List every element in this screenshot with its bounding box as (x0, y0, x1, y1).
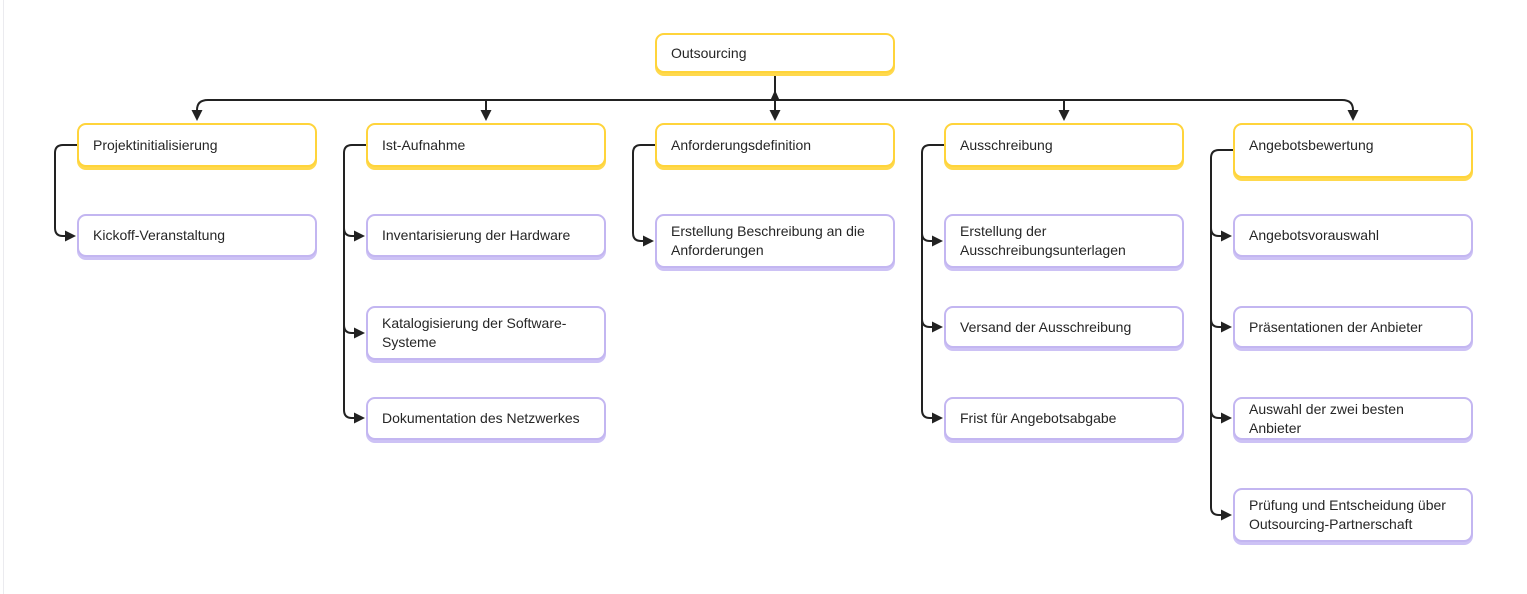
node-erstellung-der-ausschreibungsunterlagen[interactable]: Erstellung der Ausschreibungsunterlagen (944, 214, 1184, 268)
edge-branch-4b (921, 318, 932, 328)
node-praesentationen-der-anbieter[interactable]: Präsentationen der Anbieter (1233, 306, 1473, 348)
edge-branch-4a (921, 232, 932, 242)
edge-branch-2a (343, 227, 354, 237)
edge-branch-5a (1210, 227, 1221, 237)
arrow-right-icon (354, 412, 365, 424)
edge-branch-4 (921, 144, 944, 419)
arrow-down-icon (191, 110, 203, 121)
arrow-right-icon (1221, 230, 1232, 242)
arrow-right-icon (932, 235, 943, 247)
arrow-down-icon (480, 110, 492, 121)
node-katalogisierung-der-software-systeme[interactable]: Katalogisierung der Software-Systeme (366, 306, 606, 360)
edge-rail (196, 99, 1354, 111)
arrow-right-icon (65, 230, 76, 242)
node-frist-fuer-angebotsabgabe[interactable]: Frist für Angebotsabgabe (944, 397, 1184, 440)
edge-branch-5b (1210, 318, 1221, 328)
arrow-down-icon (1347, 110, 1359, 121)
node-kickoff-veranstaltung[interactable]: Kickoff-Veranstaltung (77, 214, 317, 257)
arrow-right-icon (1221, 509, 1232, 521)
node-anforderungsdefinition[interactable]: Anforderungsdefinition (655, 123, 895, 167)
node-ausschreibung[interactable]: Ausschreibung (944, 123, 1184, 167)
edge-branch-3 (632, 144, 655, 242)
node-versand-der-ausschreibung[interactable]: Versand der Ausschreibung (944, 306, 1184, 348)
node-projektinitialisierung[interactable]: Projektinitialisierung (77, 123, 317, 167)
node-auswahl-der-zwei-besten-anbieter[interactable]: Auswahl der zwei besten Anbieter (1233, 397, 1473, 440)
arrow-right-icon (932, 412, 943, 424)
arrow-down-icon (769, 110, 781, 121)
node-dokumentation-des-netzwerkes[interactable]: Dokumentation des Netzwerkes (366, 397, 606, 440)
node-angebotsbewertung[interactable]: Angebotsbewertung (1233, 123, 1473, 178)
arrow-right-icon (354, 327, 365, 339)
edge-branch-1 (54, 144, 77, 237)
node-erstellung-beschreibung-an-die-anforderungen[interactable]: Erstellung Beschreibung an die Anforderu… (655, 214, 895, 268)
node-outsourcing[interactable]: Outsourcing (655, 33, 895, 73)
edge-branch-2b (343, 324, 354, 334)
node-inventarisierung-der-hardware[interactable]: Inventarisierung der Hardware (366, 214, 606, 257)
canvas-left-edge-rule (3, 0, 4, 594)
junction-arrow-up-icon (770, 90, 780, 100)
node-pruefung-und-entscheidung-ueber-outsourcing-partnerschaft[interactable]: Prüfung und Entscheidung über Outsourcin… (1233, 488, 1473, 542)
edge-branch-5c (1210, 409, 1221, 419)
node-angebotsvorauswahl[interactable]: Angebotsvorauswahl (1233, 214, 1473, 257)
arrow-right-icon (1221, 412, 1232, 424)
arrow-right-icon (354, 230, 365, 242)
node-ist-aufnahme[interactable]: Ist-Aufnahme (366, 123, 606, 167)
edge-branch-2 (343, 144, 366, 419)
arrow-down-icon (1058, 110, 1070, 121)
arrow-right-icon (643, 235, 654, 247)
arrow-right-icon (1221, 321, 1232, 333)
arrow-right-icon (932, 321, 943, 333)
edge-branch-5 (1210, 149, 1233, 516)
